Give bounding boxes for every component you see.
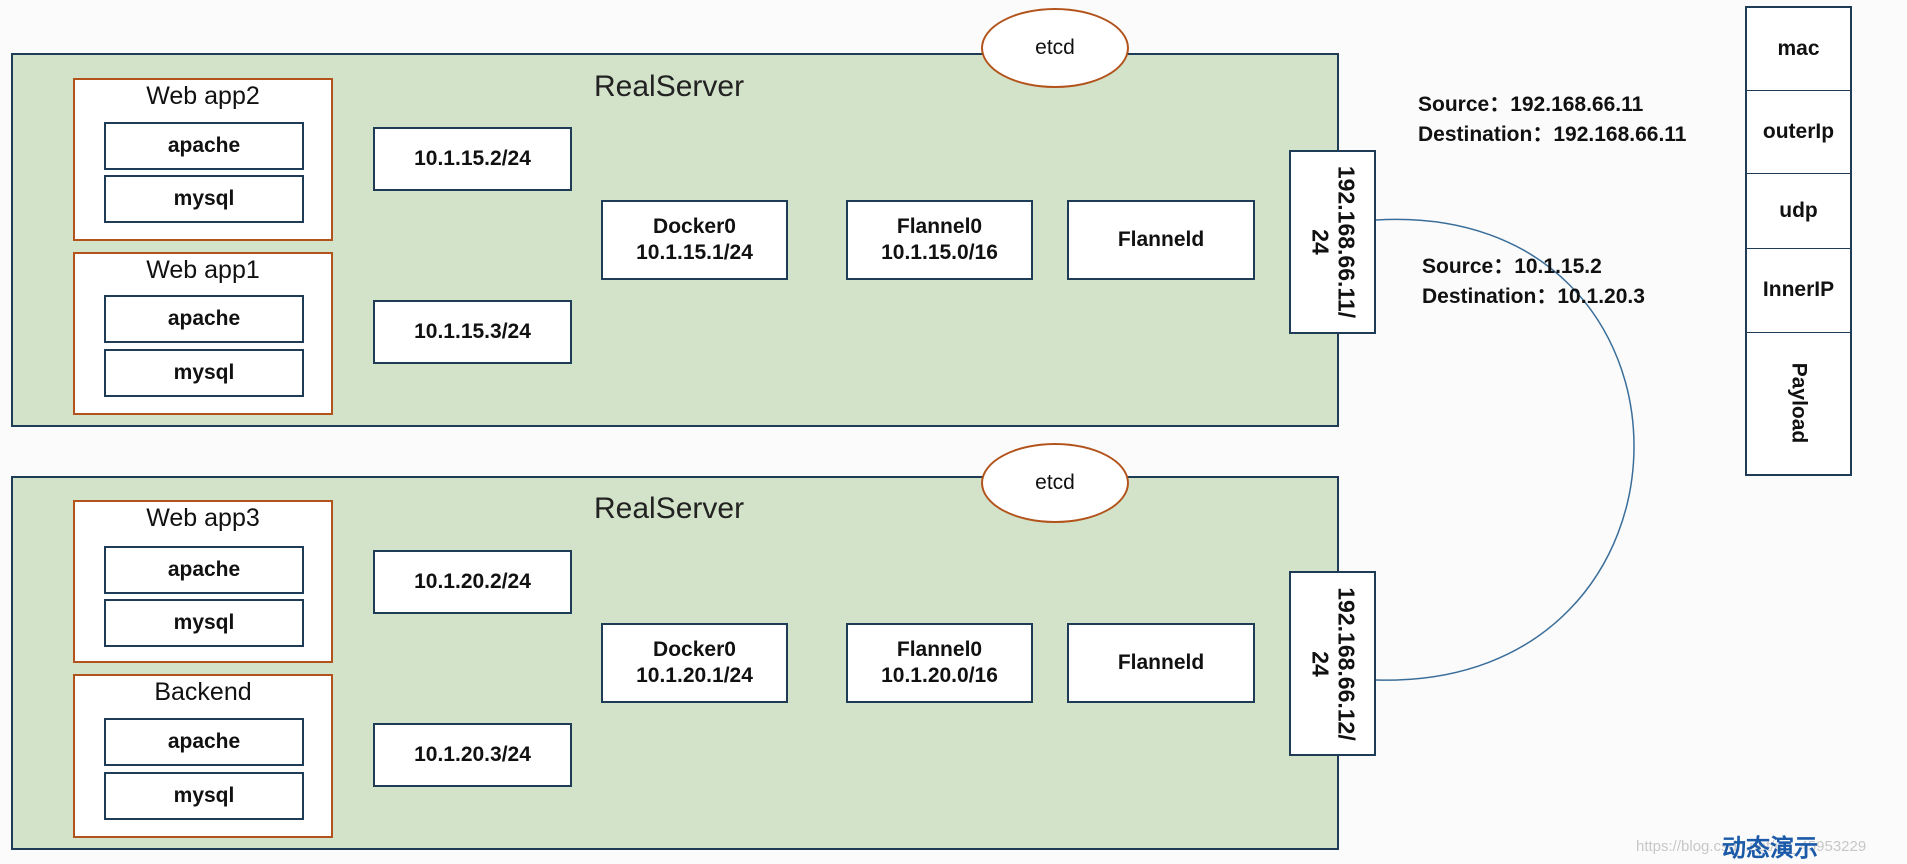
app-title: Web app1 — [146, 256, 260, 284]
docker0-bridge: Docker0 10.1.15.1/24 — [601, 200, 788, 280]
service-mysql: mysql — [104, 772, 304, 820]
veth-box: 10.1.15.2/24 — [373, 127, 572, 191]
app-title: Web app3 — [146, 504, 260, 532]
app-backend: Backend apache mysql — [73, 674, 333, 838]
flannel0-ip: 10.1.15.0/16 — [881, 241, 998, 264]
app-title: Backend — [154, 678, 252, 706]
nic-ip-line2: 24 — [1306, 650, 1333, 677]
service-apache: apache — [104, 718, 304, 766]
service-mysql: mysql — [104, 349, 304, 397]
outer-source-label: Source：192.168.66.11 — [1418, 93, 1644, 116]
server-title: RealServer — [594, 70, 745, 103]
etcd-node: etcd — [981, 443, 1129, 523]
server-title: RealServer — [594, 492, 745, 525]
service-apache: apache — [104, 546, 304, 594]
flannel0-ip: 10.1.20.0/16 — [881, 664, 998, 687]
app-web-app3: Web app3 apache mysql — [73, 500, 333, 663]
host-nic-ip: 192.168.66.11/24 — [1306, 166, 1359, 318]
packet-stack: mac outerIp udp InnerIP Payload — [1745, 6, 1852, 476]
nic-ip-line1: 192.168.66.11/ — [1332, 165, 1359, 319]
flanneld-daemon: Flanneld — [1067, 623, 1255, 703]
demo-link[interactable]: 动态演示 — [1722, 835, 1818, 862]
outer-destination-label: Destination：192.168.66.11 — [1418, 123, 1687, 146]
inner-source-label: Source：10.1.15.2 — [1422, 255, 1602, 278]
docker0-name: Docker0 — [653, 214, 736, 238]
docker0-ip: 10.1.15.1/24 — [636, 241, 753, 264]
app-title: Web app2 — [146, 82, 260, 110]
docker0-bridge: Docker0 10.1.20.1/24 — [601, 623, 788, 703]
payload-label: Payload — [1787, 362, 1811, 444]
service-apache: apache — [104, 122, 304, 170]
service-mysql: mysql — [104, 175, 304, 223]
veth-box: 10.1.15.3/24 — [373, 300, 572, 364]
nic-ip-line1: 192.168.66.12/ — [1332, 586, 1359, 741]
packet-layer-mac: mac — [1747, 8, 1850, 91]
flannel0-name: Flannel0 — [896, 214, 983, 238]
host-nic-ip: 192.168.66.12/24 — [1306, 587, 1359, 740]
flannel0-interface: Flannel0 10.1.20.0/16 — [846, 623, 1033, 703]
nic-ip-line2: 24 — [1306, 229, 1333, 255]
host-nic: 192.168.66.12/24 — [1289, 571, 1376, 756]
host-nic: 192.168.66.11/24 — [1289, 150, 1376, 334]
docker0-ip: 10.1.20.1/24 — [636, 664, 753, 687]
docker0-name: Docker0 — [653, 637, 736, 661]
watermark-url: https://blog.csdn.net/u0_45953229 — [1636, 838, 1867, 855]
tunnel-arc — [1375, 218, 1635, 681]
flanneld-daemon: Flanneld — [1067, 200, 1255, 280]
veth-box: 10.1.20.3/24 — [373, 723, 572, 787]
packet-layer-payload: Payload — [1747, 332, 1850, 474]
packet-layer-outerip: outerIp — [1747, 90, 1850, 174]
flannel0-interface: Flannel0 10.1.15.0/16 — [846, 200, 1033, 280]
inner-destination-label: Destination：10.1.20.3 — [1422, 285, 1645, 308]
packet-layer-udp: udp — [1747, 173, 1850, 249]
flannel0-name: Flannel0 — [896, 637, 983, 661]
app-web-app1: Web app1 apache mysql — [73, 252, 333, 415]
service-mysql: mysql — [104, 599, 304, 647]
service-apache: apache — [104, 295, 304, 343]
veth-box: 10.1.20.2/24 — [373, 550, 572, 614]
etcd-node: etcd — [981, 8, 1129, 88]
packet-layer-innerip: InnerIP — [1747, 248, 1850, 333]
app-web-app2: Web app2 apache mysql — [73, 78, 333, 241]
